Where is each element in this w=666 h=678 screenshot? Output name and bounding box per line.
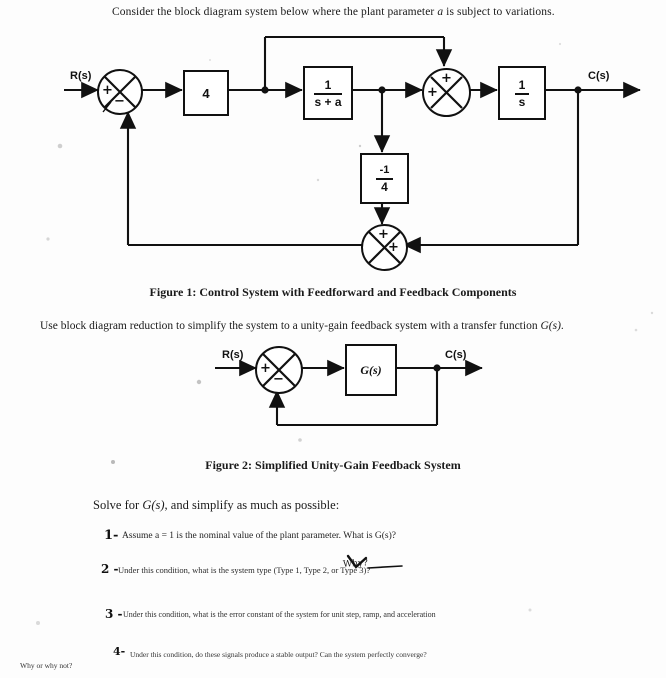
integrator-denominator: s	[514, 92, 530, 108]
integrator-fraction: 1 s	[514, 77, 530, 108]
figure1-input-label: R(s)	[70, 70, 92, 82]
reduction-instruction-text: Use block diagram reduction to simplify …	[40, 320, 564, 332]
summer-sign-bottom: −	[114, 94, 125, 109]
question-3-text: Under this condition, what is the error …	[123, 610, 436, 619]
summer-cross	[430, 76, 463, 109]
plant-denominator: s + a	[314, 92, 342, 109]
integrator-numerator: 1	[518, 77, 526, 92]
param-a: a	[437, 6, 444, 18]
feedback-denominator: 4	[376, 177, 393, 193]
summer-sign-bottom: −	[273, 372, 284, 387]
summer-cross	[262, 353, 296, 387]
figure1-output-label: C(s)	[588, 70, 610, 82]
feedback-fraction: -1 4	[376, 163, 393, 193]
branch-node-after-gain	[261, 86, 269, 94]
question-2-text: Under this condition, what is the system…	[118, 565, 371, 575]
figure1-gain-block: 4	[183, 70, 229, 116]
branch-node-after-plant	[378, 86, 386, 94]
question-3-number: 3 -	[105, 607, 123, 621]
figure2-output-label: C(s)	[445, 349, 467, 361]
gs-block-label: G(s)	[360, 362, 382, 377]
summer-sign-top: +	[441, 71, 452, 86]
figure1-integrator-block: 1 s	[498, 66, 546, 120]
figure1-caption: Figure 1: Control System with Feedforwar…	[149, 285, 517, 299]
question-1-number: 1-	[104, 528, 119, 543]
plant-numerator: 1	[324, 77, 332, 92]
figure1-input-summer: + −	[97, 69, 143, 115]
summer-sign-left: +	[102, 83, 113, 98]
figure1-feedback-gain-block: -1 4	[360, 153, 409, 204]
figure2-caption: Figure 2: Simplified Unity-Gain Feedback…	[205, 458, 461, 472]
question-1-text: Assume a = 1 is the nominal value of the…	[122, 531, 397, 541]
plant-fraction: 1 s + a	[314, 77, 342, 109]
summer-cross	[102, 76, 136, 113]
question-4-continuation: Why or why not?	[20, 661, 73, 670]
solve-gs: G(s)	[142, 498, 165, 512]
summer-sign-left: +	[260, 361, 271, 376]
figure1-plant-block: 1 s + a	[303, 66, 353, 120]
question-4-number: 4-	[113, 645, 126, 658]
summer-sign-left: +	[427, 85, 438, 100]
question-4-text: Under this condition, do these signals p…	[130, 650, 427, 659]
summer-sign-right: +	[388, 240, 399, 255]
branch-node-output	[574, 86, 582, 94]
question-2-number: 2 -	[101, 562, 119, 576]
summer-sign-top: +	[378, 227, 389, 242]
figure1-feedback-summer: + +	[361, 224, 408, 271]
solve-instruction-text: Solve for G(s), and simplify as much as …	[93, 498, 340, 512]
gain-block-label: 4	[202, 85, 210, 101]
figure2-input-summer: + −	[255, 346, 303, 394]
figure2-gs-block: G(s)	[345, 344, 397, 396]
figure1-forward-summer: + +	[422, 68, 471, 117]
figure2-output-branch-node	[433, 364, 441, 372]
handwritten-underline-mark	[346, 554, 403, 569]
intro-text: Consider the block diagram system below …	[112, 6, 555, 18]
feedback-numerator: -1	[379, 163, 390, 176]
figure2-input-label: R(s)	[222, 349, 244, 361]
summer-cross	[368, 231, 401, 264]
transfer-function-gs: G(s)	[540, 320, 561, 332]
